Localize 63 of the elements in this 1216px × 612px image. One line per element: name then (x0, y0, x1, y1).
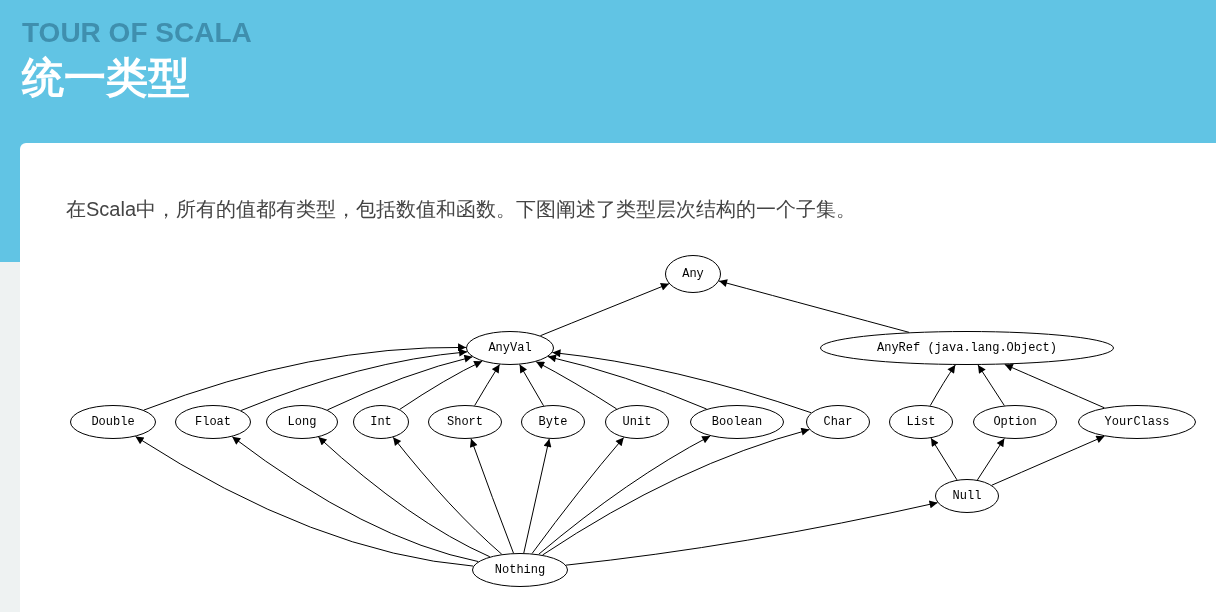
type-name: AnyVal (488, 340, 532, 357)
type-name: Char (823, 414, 853, 431)
arrow (469, 438, 514, 554)
arrow (135, 436, 474, 567)
type-name: Short (447, 414, 483, 431)
arrow (539, 283, 670, 337)
type-ellipse (472, 553, 568, 587)
type-name: Long (287, 414, 317, 431)
type-name: Option (993, 414, 1037, 431)
type-name: YourClass (1104, 414, 1170, 431)
arrow (718, 279, 910, 333)
arrow (399, 360, 483, 410)
arrow (1004, 363, 1105, 409)
arrow (929, 364, 956, 407)
type-ellipse (1078, 405, 1196, 439)
arrow (231, 436, 479, 563)
type-ellipse (175, 405, 251, 439)
arrow (565, 500, 939, 566)
arrow (977, 364, 1005, 407)
type-ellipse (806, 405, 870, 439)
arrow (976, 437, 1005, 481)
arrow (542, 427, 810, 556)
type-name: Any (682, 266, 704, 283)
type-name: AnyRef (java.lang.Object) (877, 340, 1057, 357)
type-ellipse (353, 405, 409, 439)
arrow (547, 354, 708, 410)
type-ellipse (665, 255, 721, 293)
type-name: Int (370, 414, 392, 431)
arrow (392, 436, 503, 555)
arrow (538, 435, 711, 555)
arrow (991, 435, 1105, 486)
arrow (551, 349, 812, 414)
arrow (240, 348, 468, 412)
type-ellipse (935, 479, 999, 513)
type-ellipse (889, 405, 953, 439)
type-name: Nothing (494, 562, 546, 579)
type-name: Unit (622, 414, 652, 431)
type-name: Byte (538, 414, 568, 431)
type-ellipse (605, 405, 669, 439)
type-name: Float (195, 414, 231, 431)
arrow (519, 364, 545, 407)
arrow (523, 438, 552, 554)
type-ellipse (690, 405, 784, 439)
type-ellipse (428, 405, 502, 439)
type-ellipse (466, 331, 554, 365)
type-name: List (906, 414, 936, 431)
type-ellipse (521, 405, 585, 439)
arrow (535, 361, 618, 410)
type-name: Null (952, 488, 982, 505)
arrow (474, 364, 501, 407)
arrow (143, 343, 467, 411)
type-name: Boolean (711, 414, 763, 431)
type-ellipse (266, 405, 338, 439)
arrow (930, 437, 958, 481)
page-title: 统一类型 (22, 52, 191, 104)
type-ellipse (820, 331, 1114, 365)
arrow (317, 436, 491, 558)
intro-paragraph: 在Scala中，所有的值都有类型，包括数值和函数。下图阐述了类型层次结构的一个子集。 (66, 197, 857, 222)
type-ellipse (973, 405, 1057, 439)
type-ellipse (70, 405, 156, 439)
arrow (326, 354, 473, 411)
type-name: Double (91, 414, 135, 431)
arrow (531, 436, 625, 555)
